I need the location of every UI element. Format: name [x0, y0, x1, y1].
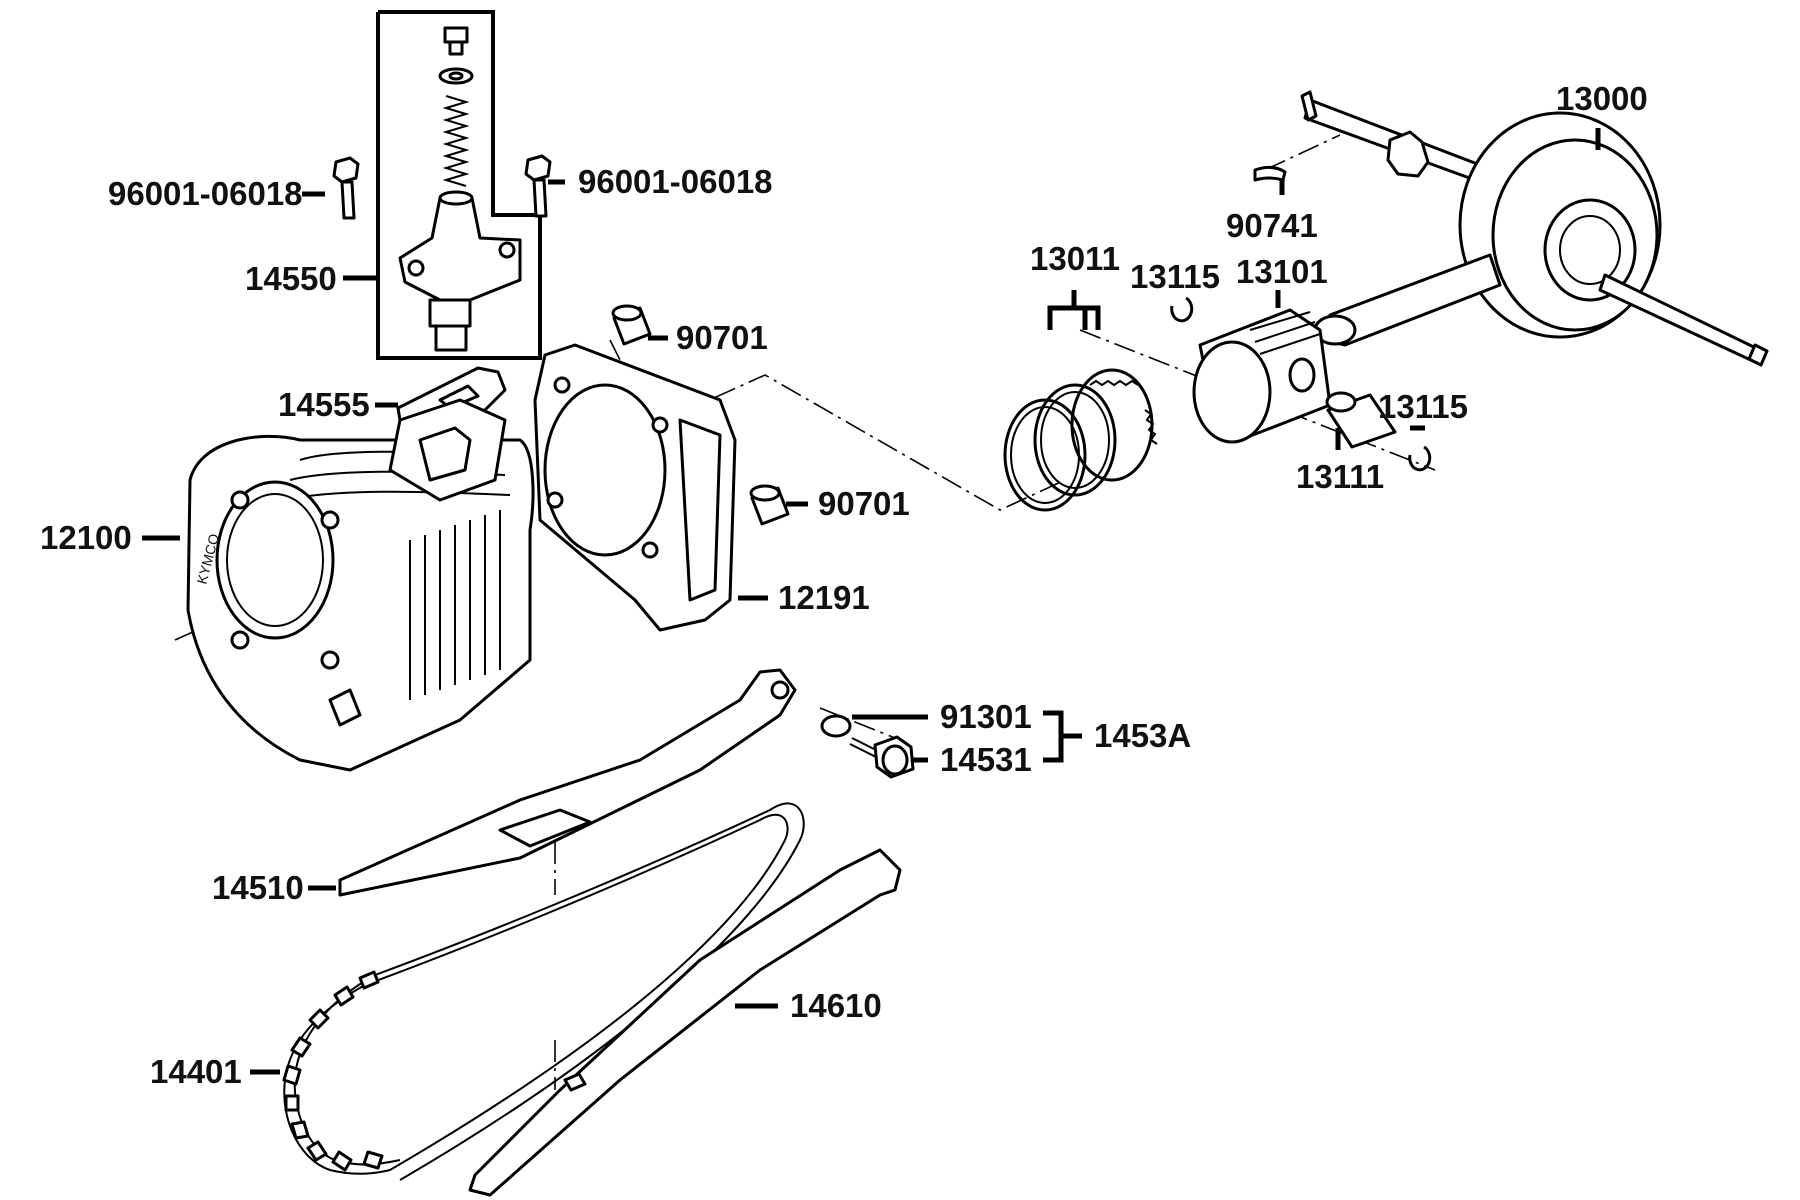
o-ring	[820, 714, 852, 738]
cylinder-gasket	[533, 343, 737, 632]
label-crankshaft: 13000	[1556, 80, 1648, 117]
label-o-ring: 91301	[940, 698, 1032, 735]
tensioner-guide	[338, 668, 797, 897]
label-cylinder: 12100	[40, 519, 132, 556]
leader-lines	[142, 128, 1601, 1075]
bolt-right	[524, 154, 552, 218]
piston	[1192, 308, 1332, 444]
label-piston-pin: 13111	[1296, 458, 1384, 495]
label-tensioner-set: 1453A	[1094, 717, 1191, 754]
tensioner-assembly	[376, 10, 542, 360]
label-cylinder-gasket: 12191	[778, 579, 870, 616]
label-tensioner-gasket: 14555	[278, 386, 370, 423]
dowel-top	[611, 304, 652, 346]
piston-pin	[1325, 391, 1397, 449]
label-woodruff-key: 90741	[1226, 207, 1318, 244]
label-clip-right: 13115	[1378, 388, 1468, 425]
label-piston: 13101	[1236, 253, 1328, 290]
label-piston-rings: 13011	[1030, 240, 1120, 277]
label-dowel-top: 90701	[676, 319, 768, 356]
label-chain-guide: 14610	[790, 987, 882, 1024]
label-guide-bolt: 14531	[940, 741, 1032, 778]
label-bolt-right: 96001-06018	[578, 163, 773, 200]
clip-top	[1170, 296, 1194, 323]
crankshaft	[1300, 90, 1769, 367]
label-tensioner-guide: 14510	[212, 869, 304, 906]
label-clip-top: 13115	[1130, 258, 1220, 295]
cylinder: KYMCO	[186, 398, 535, 772]
part-labels: 96001-06018 96001-06018 14550 14555 9070…	[40, 80, 1648, 1090]
label-tensioner: 14550	[245, 260, 337, 297]
label-cam-chain: 14401	[150, 1053, 242, 1090]
clip-right	[1408, 445, 1432, 472]
chain-guide	[468, 848, 902, 1197]
label-bolt-left: 96001-06018	[108, 175, 303, 212]
label-dowel-mid: 90701	[818, 485, 910, 522]
piston-rings	[1003, 368, 1158, 512]
guide-bolt	[849, 735, 915, 779]
bolt-left	[332, 156, 360, 220]
dowel-mid	[749, 484, 790, 526]
